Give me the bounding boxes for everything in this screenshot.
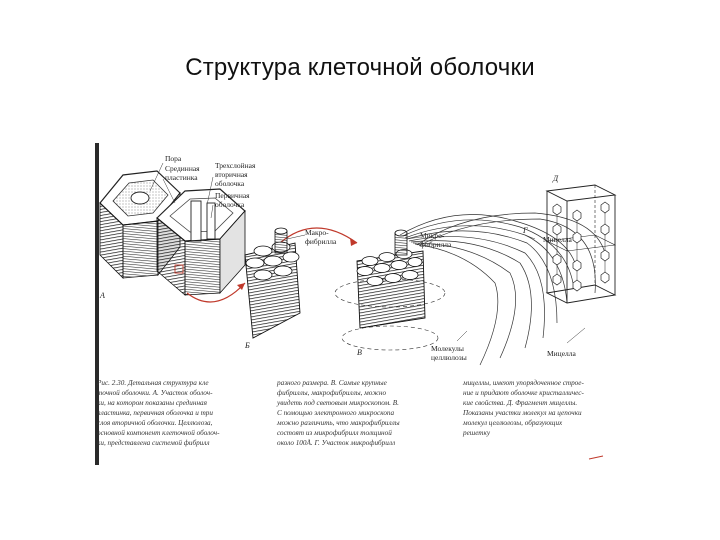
- caption-col2-line: разного размера. В. Самые крупные: [276, 379, 388, 387]
- scan-edge: [95, 143, 99, 465]
- caption-col3-line: Показаны участки молекул на цепочки: [462, 409, 582, 417]
- caption-col3-line: мицеллы, имеют упорядоченное строе-: [462, 379, 584, 387]
- label-molecules-1: Молекулы: [431, 344, 464, 353]
- caption-col1-line: ки, на котором показаны срединная: [97, 399, 208, 407]
- caption-col1-line: Рис. 2.30. Детальная структура кле: [96, 379, 209, 387]
- letter-v: В: [357, 348, 362, 357]
- label-primary-1: Первичная: [215, 191, 250, 200]
- panel-b-macrofibril-bundle: [244, 227, 301, 339]
- letter-a: А: [99, 291, 105, 300]
- panel-d-micelle-lattice: [545, 184, 617, 304]
- caption-col1-line: точной оболочки. А. Участок оболоч-: [97, 389, 213, 397]
- caption-col2-line: состоят из микрофибрилл толщиной: [277, 429, 392, 437]
- label-tertiary-3: оболочка: [215, 179, 245, 188]
- label-tertiary-2: вторичная: [215, 170, 248, 179]
- panel-v-microfibril-bundle: [334, 229, 446, 351]
- caption-col2-line: С помощью электронного микроскопа: [277, 409, 395, 417]
- panel-a-leaders: [149, 162, 214, 219]
- label-tertiary-1: Трехслойная: [215, 161, 256, 170]
- letter-d: Д: [552, 174, 559, 183]
- caption-col2-line: фибриллы, макрофибриллы, можно: [277, 389, 386, 397]
- letter-g: Г: [522, 226, 528, 235]
- caption-col3-line: решетку: [462, 429, 491, 437]
- red-mark: [588, 455, 604, 460]
- caption-col1-line: ки, представлена системой фибрилл: [97, 439, 210, 447]
- caption-col2-line: около 100Å. Г. Участок микрофибрилл: [277, 438, 395, 447]
- figure-caption: Рис. 2.30. Детальная структура кле точно…: [96, 379, 584, 447]
- label-pore: Пора: [165, 154, 182, 163]
- cell-wall-diagram: Пора Срединная пластинка Трехслойная вто…: [95, 143, 617, 465]
- caption-col1-line: основной компонент клеточной оболоч-: [97, 429, 220, 437]
- caption-col3-line: молекул целлюлозы, образующих: [462, 419, 563, 427]
- panel-a-cells: [99, 170, 246, 296]
- arrow-a-to-b-head: [237, 283, 245, 290]
- caption-col2-line: увидеть под световым микроскопом. В.: [276, 399, 399, 407]
- slide-title: Структура клеточной оболочки: [185, 54, 535, 81]
- caption-col1-line: слоя вторичной оболочки. Целлюлоза,: [97, 419, 213, 427]
- arrow-b-to-v-head: [350, 238, 357, 246]
- arrow-a-to-b: [186, 282, 246, 303]
- caption-col2-line: можно различить, что макрофибриллы: [276, 419, 400, 427]
- letter-b: Б: [244, 341, 250, 350]
- label-primary-2: оболочка: [215, 200, 245, 209]
- label-macrofibril-2: фибрилла: [305, 237, 337, 246]
- caption-col3-line: ние и придают оболочке кристалличес-: [463, 389, 584, 397]
- label-middle-lamella-1: Срединная: [165, 164, 200, 173]
- label-macrofibril-1: Макро-: [305, 228, 329, 237]
- label-micelle-bottom: Мицелла: [547, 349, 577, 358]
- label-middle-lamella-2: пластинка: [165, 173, 198, 182]
- label-molecules-2: целлюлозы: [431, 353, 467, 362]
- panel-g-fibril-strands: [399, 212, 606, 366]
- caption-col3-line: кие свойства. Д. Фрагмент мицеллы.: [463, 399, 577, 407]
- cell-wall-figure: Пора Срединная пластинка Трехслойная вто…: [95, 143, 630, 465]
- caption-col1-line: пластинка, первичная оболочка и три: [97, 409, 213, 417]
